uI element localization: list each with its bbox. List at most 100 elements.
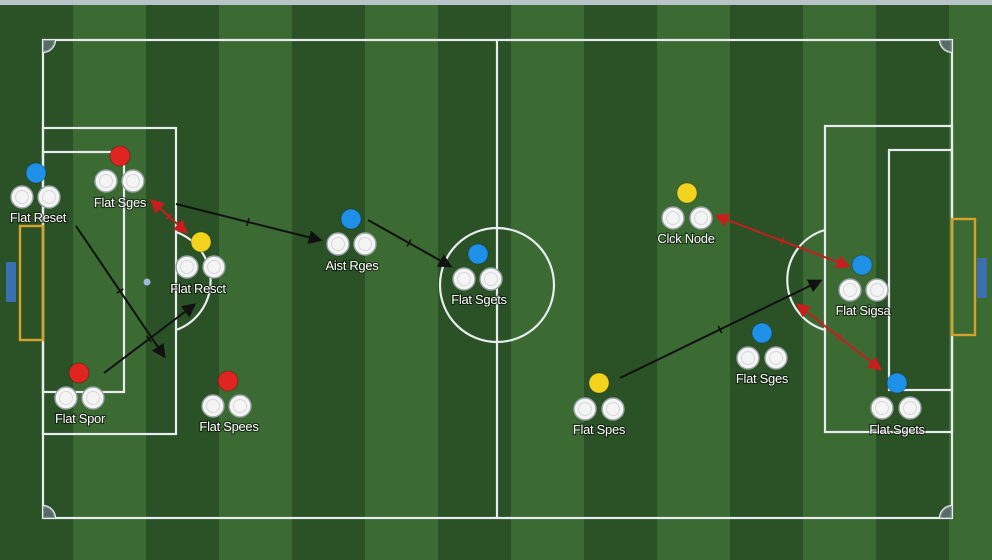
grass-stripe bbox=[292, 0, 366, 560]
player-disc[interactable] bbox=[175, 255, 199, 279]
player-disc[interactable] bbox=[452, 267, 476, 291]
blue-marker[interactable] bbox=[25, 162, 47, 184]
blue-marker[interactable] bbox=[340, 208, 362, 230]
red-marker[interactable] bbox=[217, 370, 239, 392]
player-disc[interactable] bbox=[353, 232, 377, 256]
player-disc-ring bbox=[59, 391, 73, 405]
player-disc-ring bbox=[694, 211, 708, 225]
player-disc-ring bbox=[206, 399, 220, 413]
movement-arrows bbox=[75, 199, 883, 379]
blue-marker[interactable] bbox=[467, 243, 489, 265]
node-label: Clck Node bbox=[657, 231, 714, 246]
node-label: Flat Sges bbox=[94, 195, 147, 210]
yellow-marker[interactable] bbox=[190, 231, 212, 253]
red-marker[interactable] bbox=[109, 145, 131, 167]
node-label: Flat Spes bbox=[573, 422, 626, 437]
blue-marker[interactable] bbox=[886, 372, 908, 394]
player-disc-ring bbox=[233, 399, 247, 413]
formation-node-n8[interactable]: Clck Node bbox=[656, 182, 716, 247]
center-circle bbox=[438, 226, 556, 344]
player-disc[interactable] bbox=[898, 396, 922, 420]
arrow-tick bbox=[406, 239, 412, 247]
penalty-spot-left bbox=[143, 278, 151, 286]
player-disc-ring bbox=[666, 211, 680, 225]
left-goal-frame bbox=[18, 224, 45, 342]
grass-stripe bbox=[73, 0, 147, 560]
player-disc[interactable] bbox=[37, 185, 61, 209]
formation-node-n12[interactable]: Flat Sgets bbox=[868, 372, 927, 438]
player-disc[interactable] bbox=[201, 394, 225, 418]
left-goal-sign bbox=[6, 262, 16, 302]
player-disc[interactable] bbox=[736, 346, 760, 370]
formation-node-n4[interactable]: Flat Spor bbox=[54, 362, 107, 427]
player-disc-ring bbox=[870, 283, 884, 297]
grass-stripe bbox=[584, 0, 658, 560]
node-label: Flat Sges bbox=[736, 371, 789, 386]
blue-marker[interactable] bbox=[851, 254, 873, 276]
player-disc[interactable] bbox=[81, 386, 105, 410]
node-label: Flat Sigsa bbox=[836, 303, 892, 318]
corner-fills bbox=[43, 40, 952, 518]
player-disc[interactable] bbox=[838, 278, 862, 302]
grass-stripe bbox=[146, 0, 220, 560]
formation-node-n2[interactable]: Flat Sges bbox=[93, 145, 148, 211]
red-marker[interactable] bbox=[68, 362, 90, 384]
right-goal-sign bbox=[977, 258, 987, 298]
player-disc-ring bbox=[180, 260, 194, 274]
formation-node-n11[interactable]: Flat Spes bbox=[572, 372, 627, 438]
player-disc-ring bbox=[457, 272, 471, 286]
node-label: Flat Sgets bbox=[451, 292, 507, 307]
player-disc[interactable] bbox=[228, 394, 252, 418]
arrow-tick bbox=[835, 333, 843, 341]
player-disc[interactable] bbox=[479, 267, 503, 291]
arrow-tick bbox=[145, 335, 153, 343]
player-disc[interactable] bbox=[573, 397, 597, 421]
arrow-tick bbox=[116, 288, 124, 294]
formation-node-n6[interactable]: Aist Rges bbox=[324, 208, 381, 274]
player-disc[interactable] bbox=[121, 169, 145, 193]
goals bbox=[6, 217, 987, 342]
player-disc-ring bbox=[741, 351, 755, 365]
formation-node-n10[interactable]: Flat Sges bbox=[735, 322, 790, 387]
player-disc[interactable] bbox=[661, 206, 685, 230]
player-disc[interactable] bbox=[54, 386, 78, 410]
player-disc[interactable] bbox=[202, 255, 226, 279]
yellow-marker[interactable] bbox=[588, 372, 610, 394]
yellow-marker[interactable] bbox=[676, 182, 698, 204]
formation-node-n1[interactable]: Flat Reset bbox=[9, 162, 68, 226]
player-disc-ring bbox=[99, 174, 113, 188]
player-disc-ring bbox=[875, 401, 889, 415]
player-disc-ring bbox=[42, 190, 56, 204]
player-disc-ring bbox=[15, 190, 29, 204]
player-disc[interactable] bbox=[326, 232, 350, 256]
grass-stripe bbox=[365, 0, 439, 560]
node-label: Aist Rges bbox=[326, 258, 380, 273]
formation-node-n5[interactable]: Flat Spees bbox=[198, 370, 261, 435]
player-disc[interactable] bbox=[764, 346, 788, 370]
player-disc-ring bbox=[606, 402, 620, 416]
grass-stripe bbox=[803, 0, 877, 560]
formation-node-n3[interactable]: Flat Resct bbox=[169, 231, 228, 297]
grass-stripe bbox=[876, 0, 950, 560]
node-label: Flat Sgets bbox=[869, 422, 925, 437]
player-disc[interactable] bbox=[601, 397, 625, 421]
player-disc-ring bbox=[126, 174, 140, 188]
formation-node-n7[interactable]: Flat Sgets bbox=[450, 243, 509, 308]
player-disc[interactable] bbox=[865, 278, 889, 302]
player-disc[interactable] bbox=[10, 185, 34, 209]
player-disc-ring bbox=[843, 283, 857, 297]
player-disc-ring bbox=[769, 351, 783, 365]
player-disc[interactable] bbox=[870, 396, 894, 420]
arrow-tick bbox=[165, 213, 173, 220]
player-disc[interactable] bbox=[689, 206, 713, 230]
grass-stripe bbox=[657, 0, 731, 560]
blue-marker[interactable] bbox=[751, 322, 773, 344]
player-disc[interactable] bbox=[94, 169, 118, 193]
node-label: Flat Spees bbox=[199, 419, 259, 434]
formation-node-n9[interactable]: Flat Sigsa bbox=[834, 254, 893, 319]
arrow-tick bbox=[246, 217, 250, 227]
player-disc-ring bbox=[331, 237, 345, 251]
